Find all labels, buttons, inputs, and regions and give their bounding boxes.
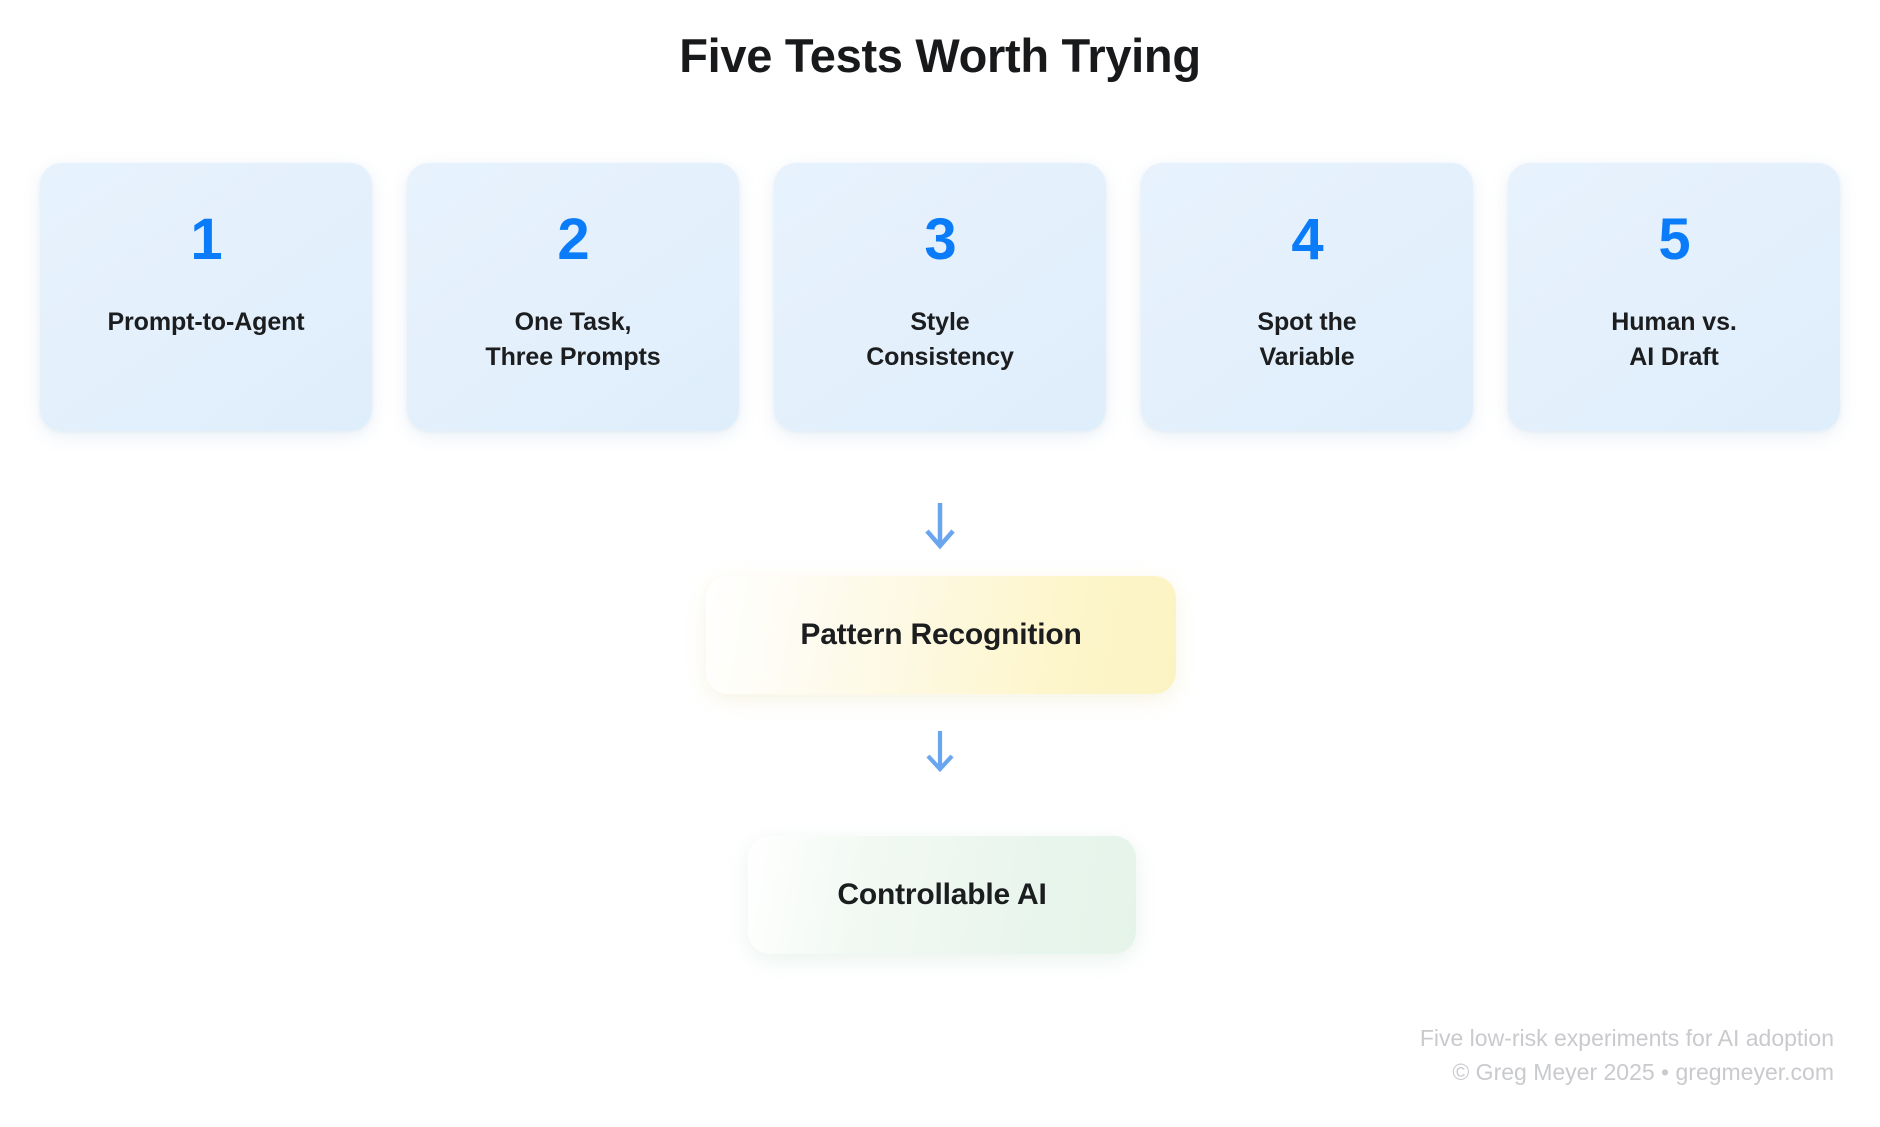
card-label-3-line1: Style	[910, 308, 970, 336]
card-number-5: 5	[1658, 207, 1690, 272]
test-card-1[interactable]: 1 Prompt-to-Agent	[40, 163, 372, 431]
card-label-5-line1: Human vs.	[1611, 308, 1737, 336]
card-label-4: Spot the Variable	[1257, 305, 1356, 374]
card-number-1: 1	[190, 207, 222, 272]
test-card-row: 1 Prompt-to-Agent 2 One Task, Three Prom…	[40, 163, 1840, 431]
outcome-pattern-label: Pattern Recognition	[800, 618, 1082, 651]
outcome-pattern-recognition[interactable]: Pattern Recognition	[706, 576, 1176, 694]
flow-arrow-1	[0, 500, 1880, 556]
card-label-2-line2: Three Prompts	[485, 342, 661, 371]
card-label-5-line2: AI Draft	[1629, 342, 1719, 371]
card-label-4-line2: Variable	[1259, 342, 1355, 371]
card-label-3: Style Consistency	[866, 305, 1014, 374]
outcome-controllable-label: Controllable AI	[837, 878, 1047, 911]
test-card-4[interactable]: 4 Spot the Variable	[1141, 163, 1473, 431]
down-arrow-icon	[923, 728, 957, 778]
card-label-2: One Task, Three Prompts	[485, 305, 660, 374]
test-card-2[interactable]: 2 One Task, Three Prompts	[407, 163, 739, 431]
card-label-2-line1: One Task,	[514, 308, 632, 336]
card-label-3-line2: Consistency	[866, 342, 1014, 371]
down-arrow-icon	[921, 500, 959, 556]
footer-credit: Five low-risk experiments for AI adoptio…	[1420, 1022, 1834, 1089]
card-number-4: 4	[1291, 207, 1323, 272]
footer-line-1: Five low-risk experiments for AI adoptio…	[1419, 1025, 1834, 1052]
card-label-1-line1: Prompt-to-Agent	[107, 308, 305, 336]
test-card-5[interactable]: 5 Human vs. AI Draft	[1508, 163, 1840, 431]
card-label-1: Prompt-to-Agent	[107, 305, 304, 340]
page-title: Five Tests Worth Trying	[679, 29, 1201, 82]
outcome-controllable-ai[interactable]: Controllable AI	[748, 836, 1136, 954]
card-label-4-line1: Spot the	[1257, 308, 1357, 336]
card-number-3: 3	[924, 207, 956, 272]
card-number-2: 2	[557, 207, 589, 272]
test-card-3[interactable]: 3 Style Consistency	[774, 163, 1106, 431]
card-label-5: Human vs. AI Draft	[1611, 305, 1737, 374]
footer-line-2: © Greg Meyer 2025 • gregmeyer.com	[1452, 1058, 1834, 1085]
flow-arrow-2	[0, 728, 1880, 778]
